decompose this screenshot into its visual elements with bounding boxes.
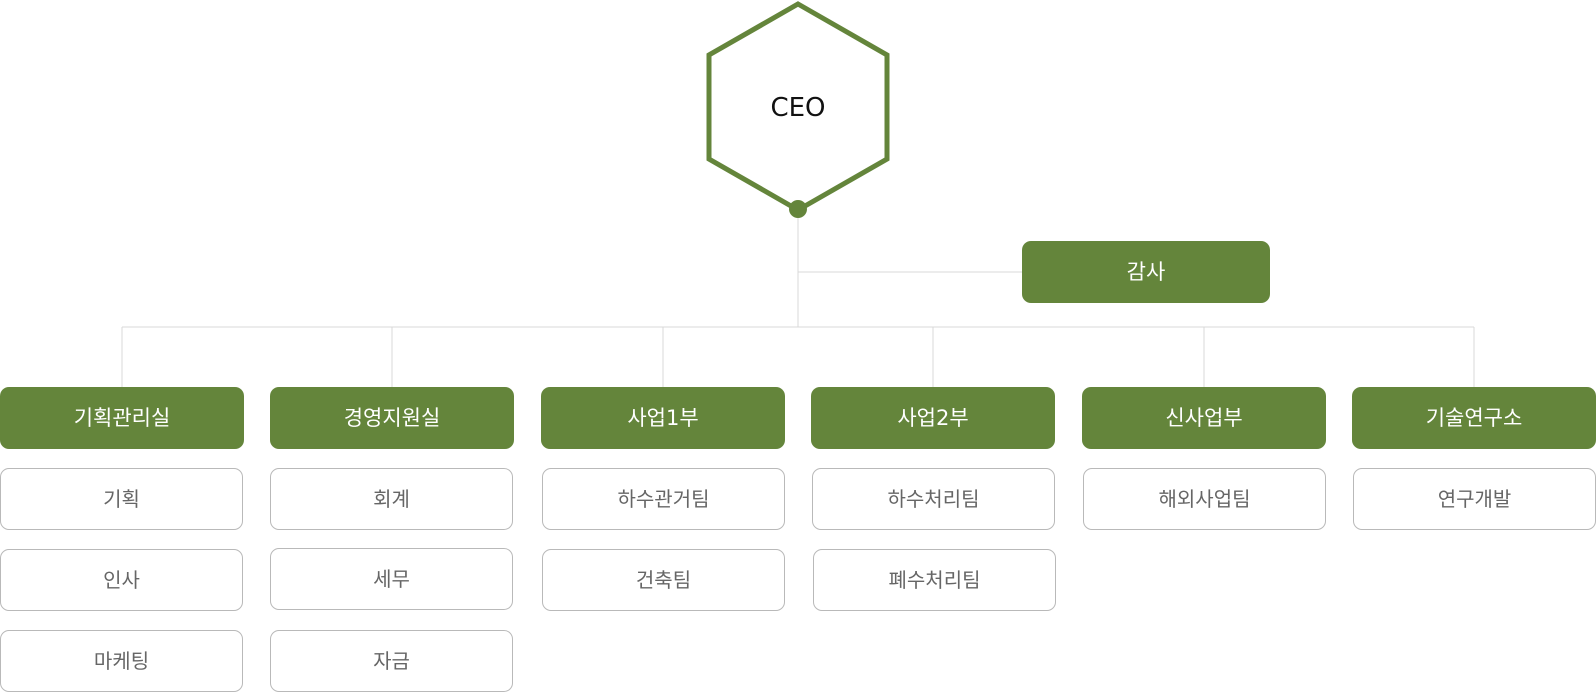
department-node-6: 기술연구소 xyxy=(1352,387,1596,449)
department-node-3: 사업1부 xyxy=(541,387,785,449)
team-node-1-1: 기획 xyxy=(0,468,243,530)
team-node-3-1: 하수관거팀 xyxy=(542,468,785,530)
connector-group xyxy=(121,212,1475,387)
department-node-4: 사업2부 xyxy=(811,387,1055,449)
team-node-1-3: 마케팅 xyxy=(0,630,243,692)
department-node-2: 경영지원실 xyxy=(270,387,514,449)
team-node-2-2: 세무 xyxy=(270,548,513,610)
department-node-1: 기획관리실 xyxy=(0,387,244,449)
team-node-4-2: 폐수처리팀 xyxy=(813,549,1056,611)
team-node-1-2: 인사 xyxy=(0,549,243,611)
team-node-6-1: 연구개발 xyxy=(1353,468,1596,530)
team-node-4-1: 하수처리팀 xyxy=(812,468,1055,530)
department-node-5: 신사업부 xyxy=(1082,387,1326,449)
team-node-2-3: 자금 xyxy=(270,630,513,692)
team-node-3-2: 건축팀 xyxy=(542,549,785,611)
team-node-2-1: 회계 xyxy=(270,468,513,530)
ceo-connector-dot xyxy=(789,200,807,218)
team-node-5-1: 해외사업팀 xyxy=(1083,468,1326,530)
audit-node: 감사 xyxy=(1022,241,1270,303)
ceo-node-label: CEO xyxy=(770,93,826,123)
